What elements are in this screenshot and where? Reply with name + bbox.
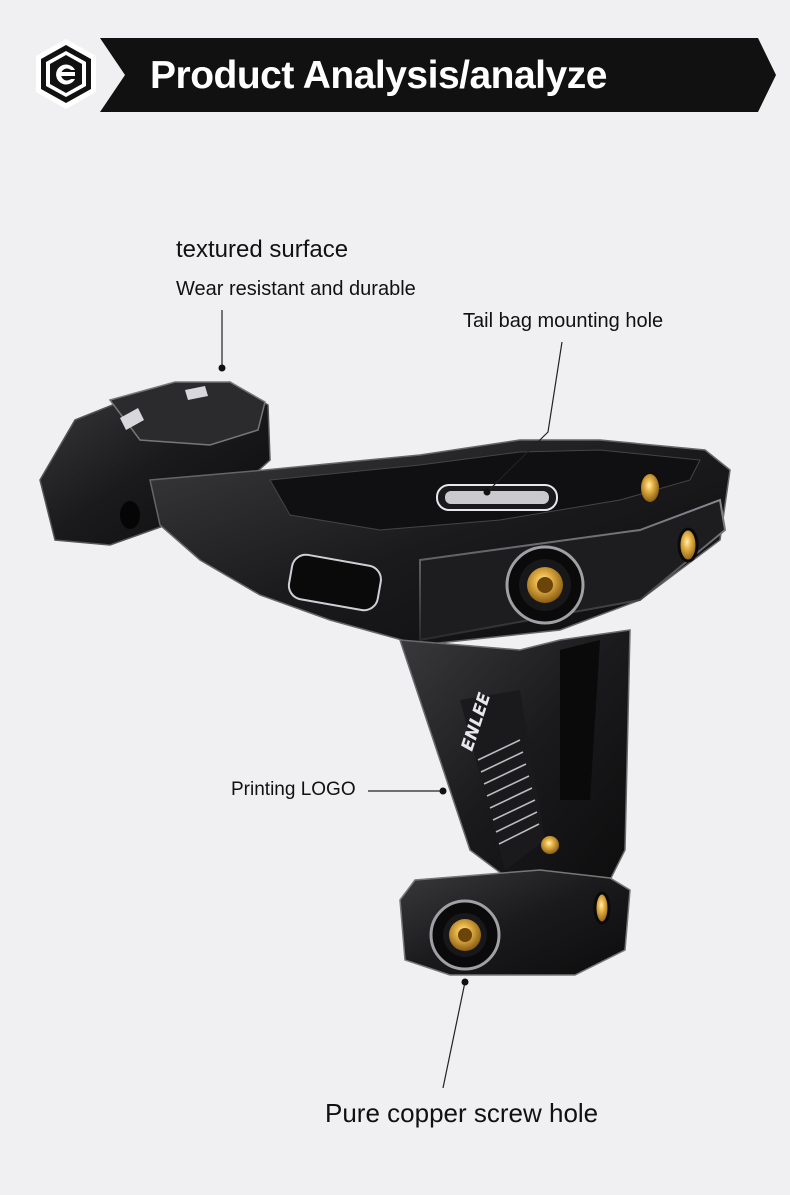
callout-dots [218, 364, 491, 986]
brand-logo-icon [36, 39, 96, 109]
bottom-mount-block [399, 869, 631, 976]
support-arm: ENLEE [398, 629, 631, 901]
callout-tail-bag-hole: Tail bag mounting hole [463, 310, 664, 332]
page-title: Product Analysis/analyze [150, 54, 607, 97]
callout-printing-logo: Printing LOGO [231, 779, 356, 800]
callout-textured-surface: textured surface [176, 236, 349, 263]
callout-copper-screw-hole: Pure copper screw hole [325, 1098, 599, 1128]
header-banner [36, 38, 776, 112]
callout-leader-lines [221, 310, 563, 1089]
side-brass-inserts [505, 474, 699, 625]
callout-wear-resistant: Wear resistant and durable [176, 278, 416, 300]
